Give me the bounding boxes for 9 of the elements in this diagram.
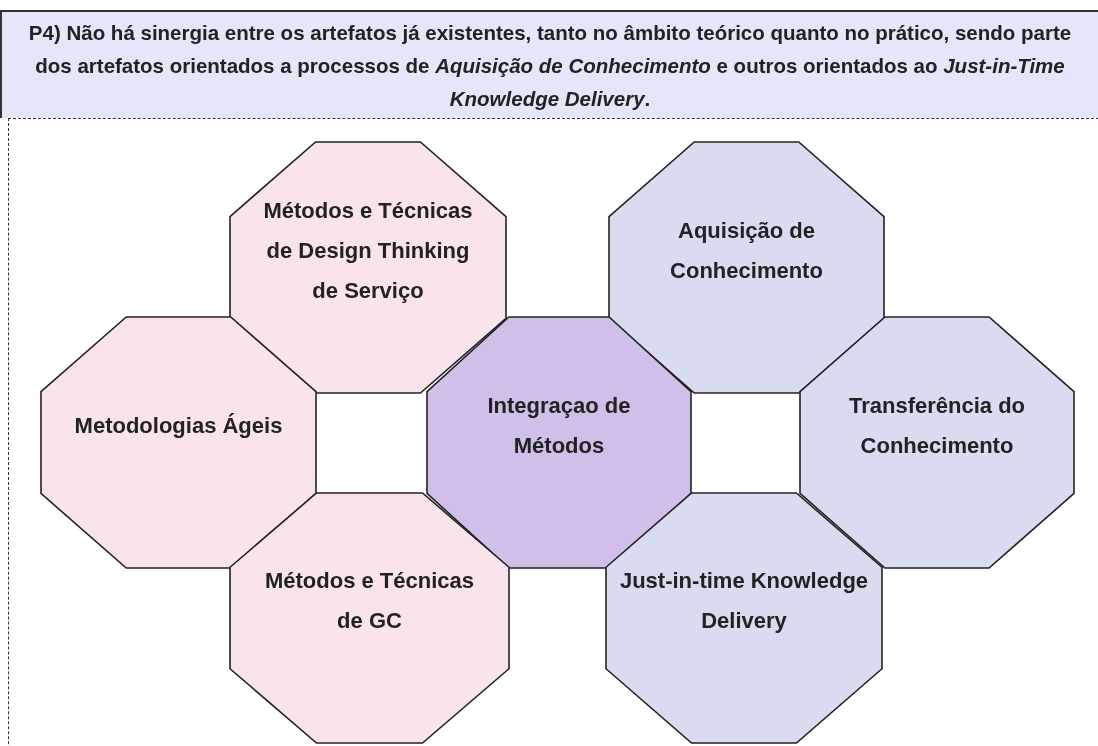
octagon-label: Metodologias Ágeis (74, 411, 283, 440)
statement-text: P4) Não há sinergia entre os artefatos já existentes, tanto no âmbito teórico quanto no prático, sendo parte dos artefatos orientados a processos de Aquisição de Conhecimento e outros orientados ao Just-in-Time Knowledge Delivery. (27, 19, 1073, 112)
octagon-label: Métodos e Técnicas de GC (263, 567, 476, 635)
octagon-label: Métodos e Técnicas de Design Thinking de Serviço (262, 196, 474, 305)
statement-banner (0, 10, 1098, 118)
octagon-label: Transferência do Conhecimento (847, 391, 1027, 460)
octagon-label: Integraçao de Métodos (486, 391, 632, 460)
octagon-label: Just-in-time Knowledge Delivery (618, 567, 870, 635)
octagon-label: Aquisição de Conhecimento (669, 216, 824, 285)
